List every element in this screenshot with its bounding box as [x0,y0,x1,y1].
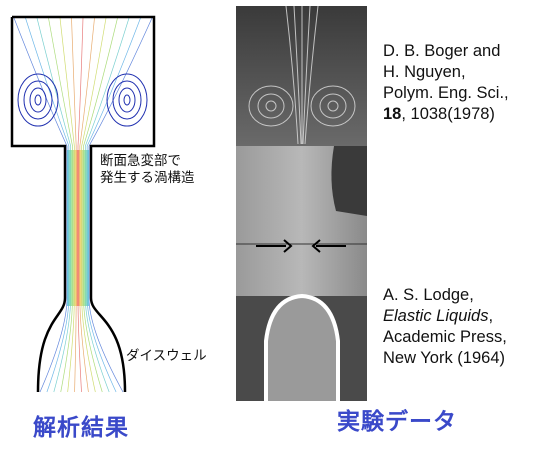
ref-boger-volume: 18 [383,105,402,123]
ref-boger-pages: , 1038(1978) [401,105,495,123]
ref-boger-line3: Polym. Eng. Sci., [383,84,509,102]
streamline [25,17,70,393]
streamline [88,17,153,393]
streamline [48,17,73,393]
simulation-flow-figure [10,15,156,393]
streamline [84,17,130,393]
ref-lodge-line3: Academic Press, [383,328,507,346]
reference-boger: D. B. Boger and H. Nguyen, Polym. Eng. S… [383,41,509,125]
ref-boger-line2: H. Nguyen, [383,63,466,81]
streamline [59,17,75,393]
ref-lodge-line2: Elastic Liquids, [383,307,494,325]
ref-boger-line4: 18, 1038(1978) [383,104,509,125]
annotation-vortex-line2: 発生する渦構造 [100,170,195,186]
annotation-die-swell: ダイスウェル [126,348,207,364]
streamline [13,17,68,393]
annotation-vortex-line1: 断面急変部で [100,153,181,169]
ref-lodge-line4: New York (1964) [383,349,505,367]
caption-simulation: 解析結果 [33,415,129,441]
caption-experiment: 実験データ [337,409,457,435]
streamline [83,17,118,393]
streamline [71,17,77,393]
ref-lodge-title: Elastic Liquids [383,307,489,325]
streamline [77,17,84,393]
streamline [36,17,72,393]
ref-lodge-line1: A. S. Lodge, [383,286,474,304]
vortex-left [17,73,59,127]
ref-boger-line1: D. B. Boger and [383,42,501,60]
core-flow [67,150,89,306]
experiment-photo [236,6,367,401]
streamline [79,17,95,393]
streamlines [13,17,153,393]
vortex-right [106,73,148,127]
reference-lodge: A. S. Lodge, Elastic Liquids, Academic P… [383,285,507,369]
channel-walls [10,15,156,393]
streamline [86,17,141,393]
streamline [81,17,107,393]
